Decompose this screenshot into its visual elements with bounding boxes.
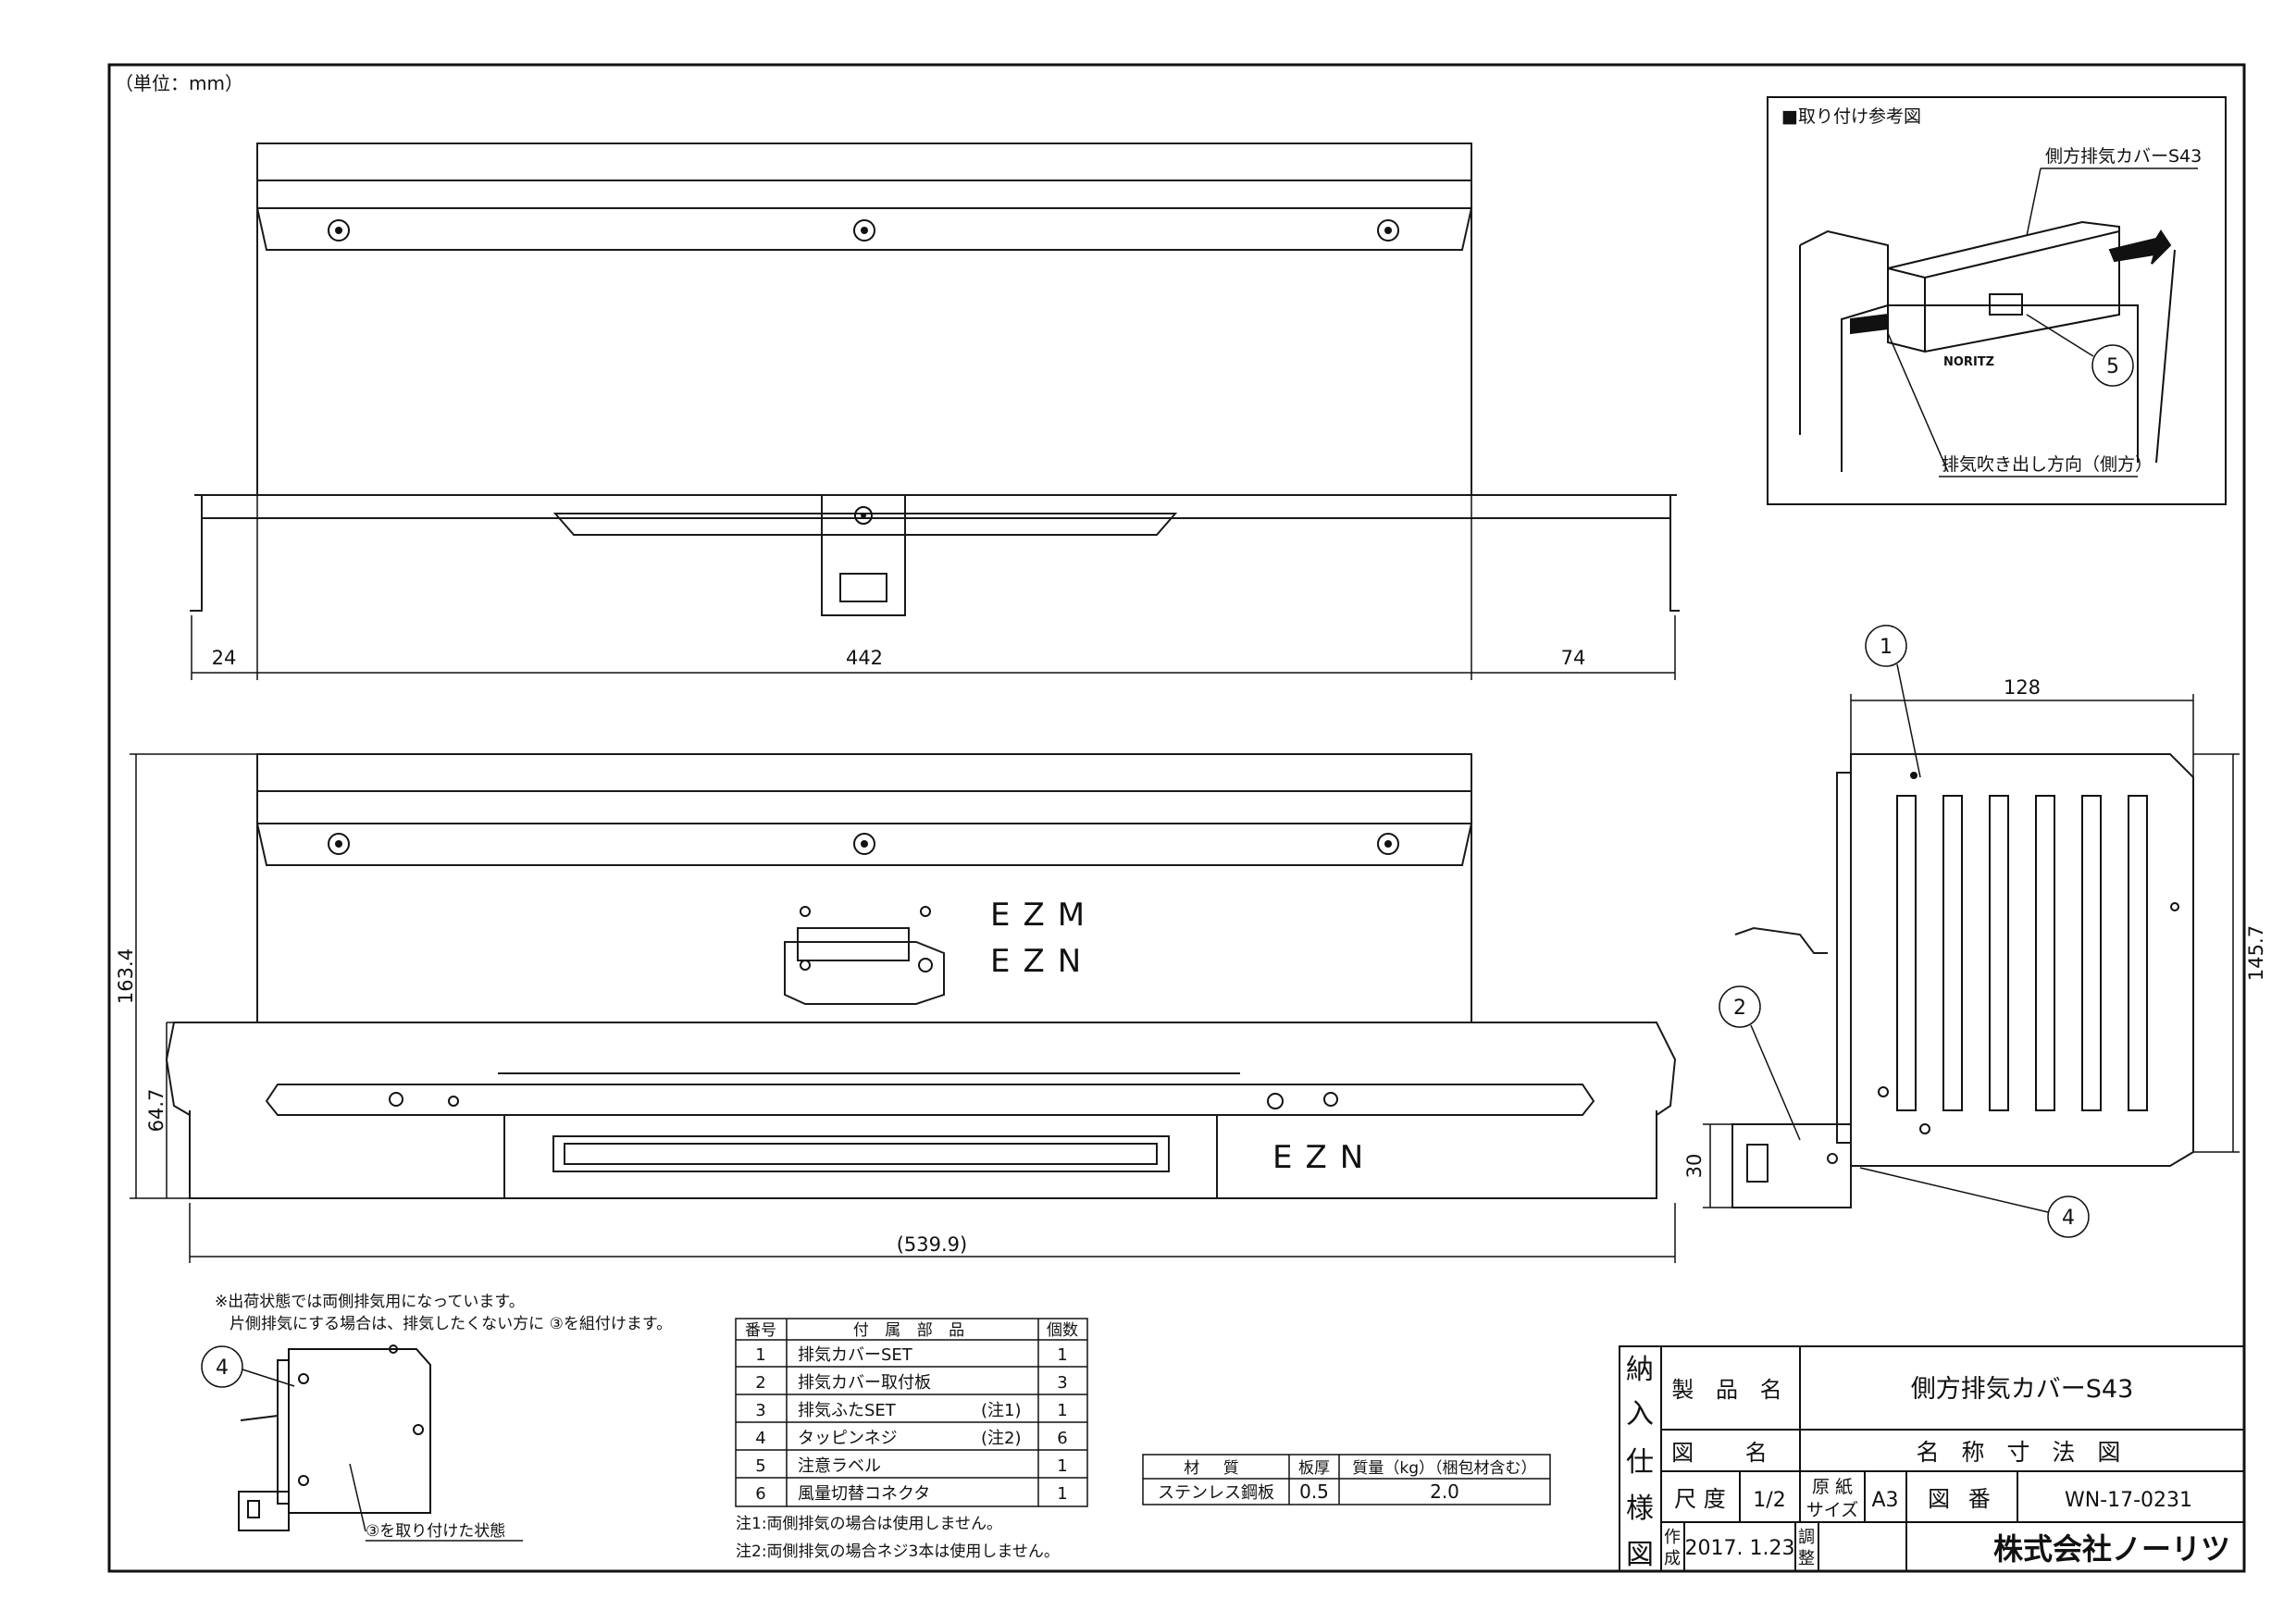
top-view bbox=[190, 142, 1680, 616]
callouts bbox=[201, 314, 2134, 1388]
made-by-label-1: 作 bbox=[1664, 1528, 1681, 1547]
parts-row-name: 排気カバー取付板 bbox=[798, 1373, 931, 1393]
model-mark-ezn: EZN bbox=[990, 943, 1094, 980]
material-header-weight: 質量（kg）（梱包材含む） bbox=[1352, 1459, 1536, 1478]
title-block-grid bbox=[1619, 1345, 2245, 1572]
dim-163-4: 163.4 bbox=[115, 948, 137, 1004]
reference-logo: NORITZ bbox=[1943, 355, 1994, 369]
drawing-number-label: 図 番 bbox=[1928, 1486, 1996, 1512]
parts-row-name: 風量切替コネクタ bbox=[798, 1484, 930, 1504]
parts-header-qty: 個数 bbox=[1047, 1321, 1078, 1340]
reference-box bbox=[1767, 96, 2227, 505]
adjust-label-2: 整 bbox=[1798, 1549, 1815, 1568]
material-value-thickness: 0.5 bbox=[1299, 1481, 1329, 1503]
drawing-number-value: WN-17-0231 bbox=[2065, 1489, 2192, 1512]
callout-4-small: 4 bbox=[216, 1357, 229, 1380]
dim-30: 30 bbox=[1683, 1154, 1706, 1179]
dim-74: 74 bbox=[1561, 647, 1586, 669]
parts-row-note: (注2) bbox=[981, 1429, 1022, 1448]
parts-note-2: 注2:両側排気の場合ネジ3本は使用しません。 bbox=[736, 1542, 1060, 1561]
parts-row-no: 1 bbox=[755, 1345, 765, 1365]
dim-145-7: 145.7 bbox=[2245, 925, 2267, 981]
reference-direction-label: 排気吹き出し方向（側方） bbox=[1942, 454, 2153, 475]
parts-row-no: 2 bbox=[755, 1373, 765, 1393]
adjust-label-1: 調 bbox=[1798, 1528, 1815, 1547]
title-side-char: 入 bbox=[1626, 1398, 1654, 1431]
dim-64-7: 64.7 bbox=[145, 1089, 168, 1133]
parts-row-name: 排気ふたSET bbox=[798, 1401, 897, 1420]
sheet-border bbox=[107, 63, 2246, 1573]
dim-24: 24 bbox=[212, 647, 237, 669]
top-view-dimensions bbox=[191, 495, 1676, 680]
parts-row-no: 4 bbox=[755, 1429, 765, 1448]
unit-note: （単位：mm） bbox=[115, 72, 243, 94]
parts-row-no: 6 bbox=[755, 1484, 765, 1504]
callout-4: 4 bbox=[2062, 1207, 2075, 1230]
parts-row-no: 5 bbox=[755, 1456, 765, 1476]
material-header-thickness: 板厚 bbox=[1298, 1459, 1330, 1478]
parts-note-1: 注1:両側排気の場合は使用しません。 bbox=[736, 1514, 1002, 1533]
note-line-1: ※出荷状態では両側排気用になっています。 bbox=[215, 1293, 525, 1311]
company-name: 株式会社ノーリツ bbox=[1993, 1531, 2230, 1567]
callout-5: 5 bbox=[2106, 355, 2119, 378]
side-view-louvers bbox=[1878, 772, 2179, 1134]
parts-row-no: 3 bbox=[755, 1401, 765, 1420]
callout-1: 1 bbox=[1880, 636, 1893, 659]
attached-state-label: ③を取り付けた状態 bbox=[366, 1522, 505, 1541]
note-line-2: 片側排気にする場合は、排気したくない方に ③を組付けます。 bbox=[230, 1315, 672, 1333]
material-value-material: ステンレス鋼板 bbox=[1158, 1483, 1274, 1503]
product-name-value: 側方排気カバーS43 bbox=[1911, 1375, 2134, 1404]
parts-row-qty: 1 bbox=[1057, 1345, 1067, 1365]
reference-illustration bbox=[1799, 220, 2176, 472]
parts-row-name: 排気カバーSET bbox=[798, 1345, 913, 1365]
made-by-label-2: 成 bbox=[1664, 1549, 1681, 1568]
scale-value: 1/2 bbox=[1753, 1489, 1785, 1512]
front-view-dimensions bbox=[130, 753, 1676, 1263]
callout-2: 2 bbox=[1733, 997, 1746, 1020]
reference-title: ■取り付け参考図 bbox=[1781, 106, 1921, 127]
material-value-weight: 2.0 bbox=[1430, 1481, 1459, 1503]
scale-label: 尺 度 bbox=[1674, 1486, 1726, 1512]
parts-row-note: (注1) bbox=[981, 1401, 1022, 1420]
model-mark-ezm: EZM bbox=[990, 897, 1098, 934]
paper-size-label-2: サイズ bbox=[1806, 1500, 1858, 1520]
dim-128: 128 bbox=[2004, 676, 2041, 699]
parts-row-name: 注意ラベル bbox=[798, 1456, 881, 1476]
parts-header-no: 番号 bbox=[745, 1321, 776, 1340]
reference-cover-label: 側方排気カバーS43 bbox=[2045, 146, 2202, 167]
title-side-char: 図 bbox=[1626, 1539, 1654, 1571]
parts-row-qty: 1 bbox=[1057, 1401, 1067, 1420]
front-view bbox=[165, 753, 1677, 1199]
title-side-char: 納 bbox=[1626, 1354, 1654, 1386]
title-side-char: 様 bbox=[1626, 1493, 1654, 1525]
parts-row-qty: 1 bbox=[1057, 1484, 1067, 1504]
drawing-name-label: 図 名 bbox=[1671, 1440, 1790, 1466]
drawing-name-value: 名 称 寸 法 図 bbox=[1917, 1439, 2128, 1466]
material-header-material: 材 質 bbox=[1184, 1459, 1247, 1478]
dim-442: 442 bbox=[846, 647, 883, 669]
drawing-date: 2017. 1.23 bbox=[1685, 1537, 1795, 1560]
parts-table-grid bbox=[735, 1318, 1088, 1507]
parts-row-qty: 6 bbox=[1057, 1429, 1067, 1448]
side-view-dimensions bbox=[1703, 694, 2240, 1208]
product-name-label: 製 品 名 bbox=[1671, 1377, 1789, 1403]
parts-row-qty: 1 bbox=[1057, 1456, 1067, 1476]
paper-size-value: A3 bbox=[1871, 1489, 1898, 1512]
top-view-screws bbox=[328, 219, 1399, 525]
parts-header-name: 付 属 部 品 bbox=[853, 1321, 970, 1340]
material-table-grid bbox=[1142, 1454, 1551, 1505]
attached-state-view bbox=[238, 1344, 431, 1531]
paper-size-label-1: 原 紙 bbox=[1812, 1477, 1853, 1497]
model-mark-ezn-lower: EZN bbox=[1272, 1139, 1376, 1176]
dim-539-9: (539.9) bbox=[897, 1233, 968, 1256]
title-side-char: 仕 bbox=[1626, 1446, 1654, 1479]
parts-row-qty: 3 bbox=[1057, 1373, 1067, 1393]
parts-row-name: タッピンネジ bbox=[798, 1429, 898, 1448]
front-view-screws bbox=[328, 833, 1399, 1109]
